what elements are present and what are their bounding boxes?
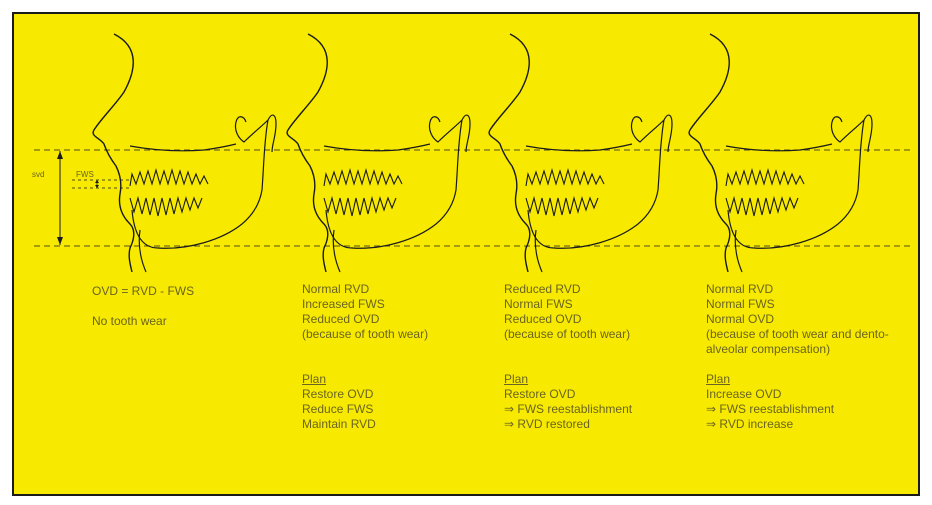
panel-2-plan-line-2: Reduce FWS <box>302 402 428 417</box>
panel-4-plan-heading: Plan <box>706 372 889 387</box>
spacer <box>706 357 889 372</box>
panel-4-plan-line-1: Increase OVD <box>706 387 889 402</box>
panel-4-line-2: Normal FWS <box>706 297 889 312</box>
panel-3-line-2: Normal FWS <box>504 297 632 312</box>
panel-3-plan-line-3: ⇒ RVD restored <box>504 417 632 432</box>
panel-3-line-3: Reduced OVD <box>504 312 632 327</box>
diagram-figure: svd FWS OVD = RVD - FWS No tooth wear No… <box>12 12 920 496</box>
panel-3-text: Reduced RVD Normal FWS Reduced OVD (beca… <box>504 282 632 432</box>
panel-3-plan-line-1: Restore OVD <box>504 387 632 402</box>
panel-1-line-3: No tooth wear <box>92 314 194 329</box>
panel-3-line-1: Reduced RVD <box>504 282 632 297</box>
spacer <box>302 357 428 372</box>
profile-3 <box>489 34 672 272</box>
freeway-space-arrow <box>95 180 99 188</box>
panel-4-line-4: (because of tooth wear and dento- <box>706 327 889 342</box>
panel-4-plan-line-3: ⇒ RVD increase <box>706 417 889 432</box>
panel-2-plan-heading: Plan <box>302 372 428 387</box>
panel-2-line-2: Increased FWS <box>302 297 428 312</box>
panel-2-plan-line-1: Restore OVD <box>302 387 428 402</box>
panel-3-line-4: (because of tooth wear) <box>504 327 632 342</box>
panel-1-line-2 <box>92 299 194 314</box>
panel-1-text: OVD = RVD - FWS No tooth wear <box>92 284 194 329</box>
profile-1 <box>93 34 276 272</box>
fws-label: FWS <box>76 170 94 179</box>
spacer <box>504 342 632 357</box>
panel-1-line-1: OVD = RVD - FWS <box>92 284 194 299</box>
spacer <box>302 342 428 357</box>
panel-4-plan-line-2: ⇒ FWS reestablishment <box>706 402 889 417</box>
panel-4-text: Normal RVD Normal FWS Normal OVD (becaus… <box>706 282 889 432</box>
panel-3-plan-line-2: ⇒ FWS reestablishment <box>504 402 632 417</box>
panel-2-line-4: (because of tooth wear) <box>302 327 428 342</box>
panel-2-line-1: Normal RVD <box>302 282 428 297</box>
panel-4-line-5: alveolar compensation) <box>706 342 889 357</box>
profile-2 <box>287 34 470 272</box>
panel-2-text: Normal RVD Increased FWS Reduced OVD (be… <box>302 282 428 432</box>
vertical-dimension-arrow <box>57 151 63 245</box>
profile-4 <box>689 34 872 272</box>
panel-4-line-1: Normal RVD <box>706 282 889 297</box>
spacer <box>504 357 632 372</box>
panel-4-line-3: Normal OVD <box>706 312 889 327</box>
panel-2-plan-line-3: Maintain RVD <box>302 417 428 432</box>
vertical-dimension-label: svd <box>32 170 44 179</box>
panel-2-line-3: Reduced OVD <box>302 312 428 327</box>
panel-3-plan-heading: Plan <box>504 372 632 387</box>
